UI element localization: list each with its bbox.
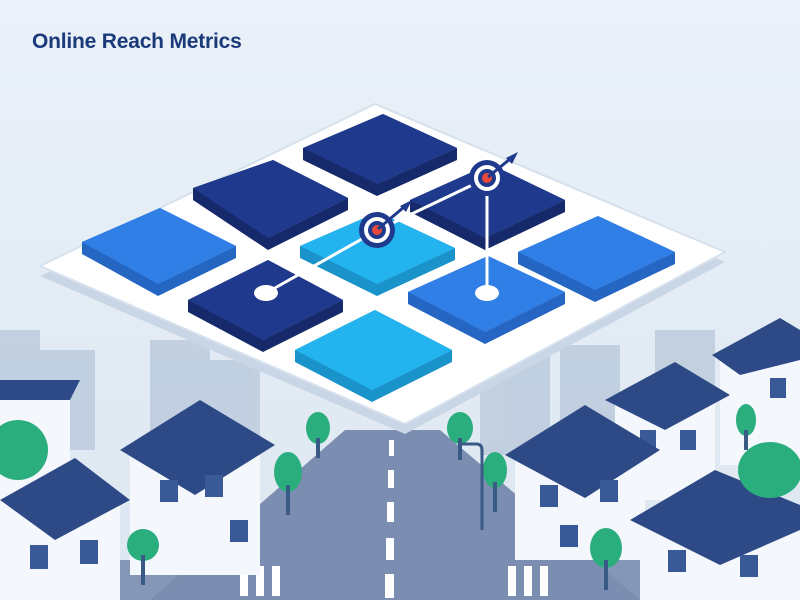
house-roof bbox=[0, 458, 130, 540]
crosswalk-stripe bbox=[272, 566, 280, 596]
tree-crown bbox=[447, 412, 473, 444]
crosswalk-stripe bbox=[540, 566, 548, 596]
tree-crown bbox=[306, 412, 330, 444]
connection-line bbox=[377, 176, 488, 232]
crosswalk-stripe bbox=[240, 566, 248, 596]
lane-mark bbox=[389, 440, 394, 456]
tree-trunk bbox=[316, 438, 320, 458]
left-neighborhood bbox=[0, 380, 330, 600]
connection-line bbox=[265, 228, 379, 295]
crosswalk-stripe bbox=[256, 566, 264, 596]
house-roof bbox=[120, 400, 275, 495]
tree-crown bbox=[127, 529, 159, 561]
house-window bbox=[30, 545, 48, 569]
house-window bbox=[540, 485, 558, 507]
grid-tile bbox=[300, 212, 455, 296]
grid-tile bbox=[518, 216, 675, 302]
dart-arrow-icon bbox=[377, 200, 412, 231]
tree-crown bbox=[590, 528, 622, 568]
connection-node-icon bbox=[254, 285, 278, 301]
house-roof bbox=[605, 362, 730, 430]
grid-tile bbox=[303, 114, 457, 196]
tree-trunk bbox=[604, 560, 608, 590]
bullseye-target-icon bbox=[469, 160, 505, 196]
house-window bbox=[668, 550, 686, 572]
tree-trunk bbox=[458, 438, 462, 460]
house-window bbox=[230, 520, 248, 542]
house-window bbox=[600, 480, 618, 502]
house-roof bbox=[505, 405, 660, 498]
tree-trunk bbox=[141, 555, 145, 585]
tree-crown bbox=[738, 442, 800, 498]
tree-crown bbox=[483, 452, 507, 488]
grid-tile bbox=[82, 208, 236, 296]
house-roof bbox=[712, 318, 800, 375]
tree-trunk bbox=[493, 482, 497, 512]
tree-crown bbox=[0, 420, 48, 480]
tree-trunk bbox=[286, 485, 290, 515]
connection-lines bbox=[265, 176, 489, 295]
grid-tile bbox=[295, 310, 452, 402]
street-lamp bbox=[462, 442, 484, 530]
tree-crown bbox=[736, 404, 756, 436]
house-window bbox=[205, 475, 223, 497]
lane-mark bbox=[388, 470, 394, 488]
lane-markings bbox=[240, 440, 548, 598]
page-title: Online Reach Metrics bbox=[32, 30, 242, 53]
house-window bbox=[560, 525, 578, 547]
house-window bbox=[680, 430, 696, 450]
lane-mark bbox=[385, 574, 394, 598]
house-window bbox=[770, 378, 786, 398]
lane-mark bbox=[386, 538, 394, 560]
tree-crown bbox=[274, 452, 302, 492]
connection-node-icon bbox=[475, 285, 499, 301]
crosswalk-stripe bbox=[508, 566, 516, 596]
lane-mark bbox=[387, 502, 394, 522]
house-window bbox=[80, 540, 98, 564]
tree-trunk bbox=[744, 430, 748, 450]
grid-tile bbox=[193, 160, 348, 250]
house-window bbox=[740, 555, 758, 577]
house-roof bbox=[0, 380, 80, 400]
dart-arrow-icon bbox=[487, 152, 518, 179]
right-neighborhood bbox=[447, 318, 800, 600]
crosswalk-stripe bbox=[524, 566, 532, 596]
house-window bbox=[160, 480, 178, 502]
